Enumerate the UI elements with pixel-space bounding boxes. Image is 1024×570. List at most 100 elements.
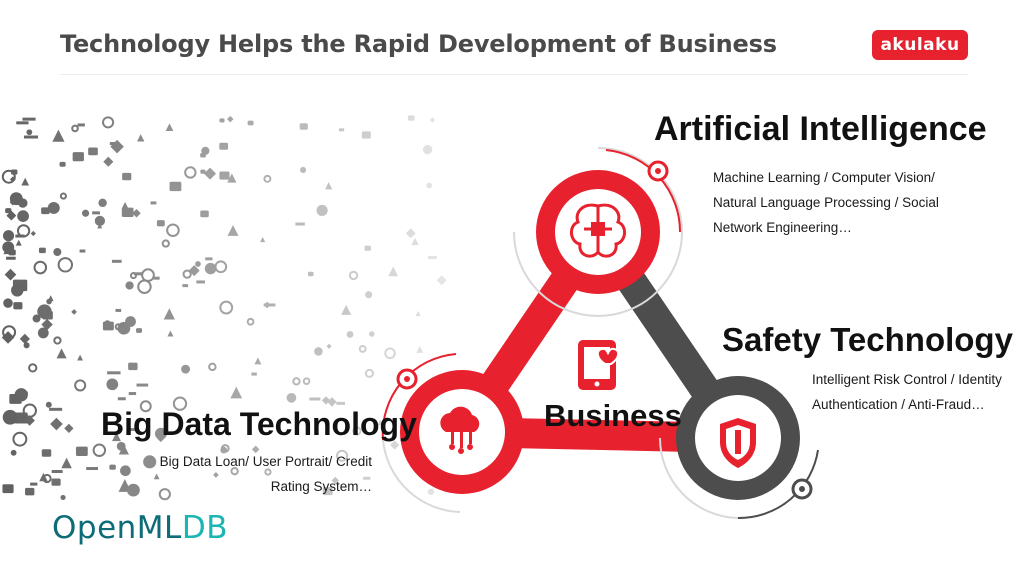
decorative-glyph <box>28 363 38 373</box>
decorative-glyph <box>24 415 35 426</box>
decorative-glyph <box>112 432 121 442</box>
decorative-glyph <box>5 208 12 214</box>
bigdata-title: Big Data Technology <box>101 406 417 442</box>
decorative-glyph <box>110 139 124 154</box>
decorative-glyph <box>128 428 139 432</box>
decorative-glyph <box>109 464 116 470</box>
decorative-glyph <box>19 333 30 344</box>
decorative-glyph <box>204 262 217 275</box>
decorative-glyph <box>195 261 201 267</box>
decorative-glyph <box>165 123 174 131</box>
decorative-glyph <box>45 401 52 408</box>
decorative-glyph <box>9 176 16 183</box>
decorative-glyph <box>121 201 129 209</box>
decorative-glyph <box>309 397 321 401</box>
decorative-glyph <box>364 368 374 378</box>
decorative-glyph <box>22 403 37 418</box>
decorative-glyph <box>327 397 337 407</box>
decorative-glyph <box>260 236 266 243</box>
decorative-glyph <box>346 331 354 338</box>
shield-icon <box>720 418 756 468</box>
safety-title: Safety Technology <box>722 321 1013 358</box>
decorative-glyph <box>322 487 333 496</box>
decorative-glyph <box>184 166 197 179</box>
decorative-glyph <box>331 476 340 485</box>
decorative-glyph <box>426 182 433 189</box>
node-bigdata <box>381 353 524 513</box>
decorative-glyph <box>264 468 272 476</box>
decorative-glyph <box>2 230 15 242</box>
decorative-glyph <box>53 336 62 345</box>
decorative-glyph <box>56 348 67 359</box>
decorative-glyph <box>136 383 149 387</box>
decorative-glyph <box>219 142 229 150</box>
decorative-glyph <box>161 239 170 248</box>
decorative-glyph <box>200 210 209 218</box>
decorative-glyph <box>365 291 373 299</box>
decorative-glyph <box>128 392 137 396</box>
decorative-glyph <box>109 142 116 146</box>
decorative-glyph <box>88 147 98 156</box>
decorative-glyph <box>26 129 33 136</box>
page-title: Technology Helps the Rapid Development o… <box>60 30 777 58</box>
decorative-glyph <box>52 129 65 142</box>
decorative-glyph <box>384 347 396 360</box>
phone-heart-icon <box>578 340 620 390</box>
decorative-glyph <box>117 397 126 401</box>
decorative-glyph <box>41 207 50 215</box>
decorative-glyph <box>72 152 84 162</box>
ai-desc-line: Natural Language Processing / Social <box>713 195 939 210</box>
decorative-glyph <box>205 257 213 261</box>
decorative-glyph <box>364 245 372 251</box>
decorative-glyph <box>30 482 38 486</box>
decorative-glyph <box>94 215 106 227</box>
node-safety <box>659 376 819 520</box>
decorative-glyph <box>226 115 234 123</box>
decorative-glyph <box>427 488 435 495</box>
decorative-glyph <box>390 440 400 450</box>
decorative-glyph <box>71 309 77 315</box>
center-label: Business <box>544 398 682 433</box>
decorative-glyph <box>316 204 328 217</box>
decorative-glyph <box>30 230 36 237</box>
decorative-glyph <box>352 426 362 436</box>
decorative-glyph <box>50 417 63 431</box>
decorative-glyph <box>307 271 314 277</box>
decorative-glyph <box>154 427 167 440</box>
decorative-glyph <box>407 115 415 121</box>
decorative-glyph <box>10 449 17 456</box>
decorative-glyph <box>427 256 437 260</box>
bigdata-description: Big Data Loan/ User Portrait/ Credit Rat… <box>100 449 372 499</box>
decorative-glyph <box>251 445 260 454</box>
decorative-glyph <box>247 120 254 126</box>
decorative-glyph <box>98 198 107 208</box>
decorative-glyph <box>300 166 307 173</box>
decorative-glyph <box>166 223 180 238</box>
decorative-glyph <box>71 124 79 133</box>
decorative-glyph <box>57 257 74 273</box>
decorative-glyph <box>405 228 416 239</box>
decorative-glyph <box>75 446 88 457</box>
decorative-glyph <box>21 177 30 186</box>
decorative-glyph <box>213 472 219 478</box>
decorative-glyph <box>81 209 90 217</box>
decorative-glyph <box>46 298 52 305</box>
safety-desc-line: Intelligent Risk Control / Identity <box>812 372 1002 387</box>
decorative-glyph <box>125 281 134 290</box>
decorative-glyph <box>377 419 383 425</box>
decorative-glyph <box>172 396 188 411</box>
decorative-glyph <box>341 304 352 315</box>
logo-main-text: OpenML <box>52 510 182 546</box>
decorative-glyph <box>338 128 345 132</box>
decorative-glyph <box>23 342 30 349</box>
decorative-glyph <box>77 354 84 361</box>
decorative-glyph <box>314 347 323 356</box>
openmldb-logo: OpenMLDB <box>52 510 228 546</box>
safety-description: Intelligent Risk Control / Identity Auth… <box>812 367 1002 417</box>
ai-desc-line: Machine Learning / Computer Vision/ <box>713 170 935 185</box>
decorative-glyph <box>136 328 143 333</box>
decorative-glyph <box>200 152 206 158</box>
decorative-glyph <box>6 256 16 260</box>
decorative-glyph <box>12 431 28 447</box>
decorative-glyph <box>2 241 15 254</box>
